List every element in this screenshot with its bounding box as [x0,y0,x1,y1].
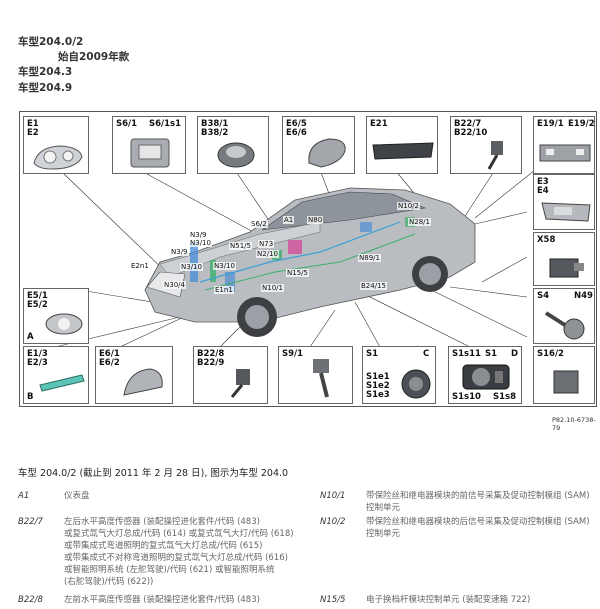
tail-lamp-icon [541,202,591,222]
level-sensor-icon [487,141,503,170]
component-location-diagram: S6/2 A1 N80 N10/2 N28/1 N3/9 N3/10 N51/5… [19,111,597,407]
car-label: N3/10 [189,239,212,247]
car-label: N3/9 [170,248,189,256]
light-switch-rotary-icon [462,364,510,390]
model-line-4: 车型204.9 [18,82,73,94]
connector-icon [549,258,584,278]
car-label: E2n1 [130,262,150,270]
light-switch-icon [401,369,431,399]
car-label: N10/2 [397,202,420,210]
thumb-connector: X58 [533,232,595,286]
car-label: N80 [307,216,324,224]
thumb-brake-lamp: E21 [366,116,438,174]
license-plate-lamp-icon [539,144,591,162]
thumb-front-level-sensor: B22/8 B22/9 [193,346,268,404]
headlamp-icon [33,145,83,170]
switch-icon [553,370,579,394]
car-label: A1 [283,216,295,224]
thumb-fog-lamp: E5/1 E5/2 A [23,288,89,344]
thumb-mirror-lamp: E6/1 E6/2 [95,346,173,404]
thumb-side-mirror: E6/5 E6/6 [282,116,355,174]
item-desc: 左后水平高度传感器 (装配操控进化套件/代码 (483) 或复式氙气大灯总成/代… [64,517,294,587]
car-label: N3/10 [180,263,203,271]
car-label: N89/1 [358,254,381,262]
front-level-sensor-icon [230,369,250,398]
thumb-headlamp: E1 E2 [23,116,89,174]
model-line-3: 车型204.3 [18,66,73,78]
item-desc: 电子换档杆模块控制单元 (装配变速箱 722) [366,595,531,605]
combination-switch-icon [544,311,585,340]
car-label: B24/15 [360,282,387,290]
item-code: N10/2 [320,517,346,527]
item-desc: 仪表盘 [64,491,90,501]
item-code: A1 [18,491,30,501]
thumb-rain-light-sensor: B38/1 B38/2 [197,116,269,174]
thumb-rear-level-sensor: B22/7 B22/10 [450,116,522,174]
led-module-icon [39,374,85,392]
side-mirror-icon [308,138,346,168]
item-desc: 左前水平高度传感器 (装配操控进化套件/代码 (483) [64,595,260,605]
thumb-light-switch: S1 C S1e1 S1e2 S1e3 [362,346,436,404]
fog-lamp-icon [45,313,83,335]
model-line-1: 车型204.0/2 [18,36,84,48]
thumb-led-module: E1/3 E2/3 B [23,346,89,404]
mirror-lamp-icon [123,368,163,396]
item-desc: 带保险丝和继电器模块的前信号采集及促动控制模组 (SAM) 控制单元 [366,491,590,513]
item-code: B22/8 [18,595,43,605]
thumb-license-lamp: E19/1 E19/2 [533,116,595,174]
item-code: B22/7 [18,517,43,527]
car-label: N28/1 [408,218,431,226]
car-label: N51/5 [229,242,252,250]
car-label: N73 [258,240,275,248]
item-code: N15/5 [320,595,346,605]
rain-light-sensor-icon [217,142,255,168]
thumb-combination-switch: S4 N49 [533,288,595,344]
thumb-s16-switch: S16/2 [533,346,595,404]
thumb-tail-lamp: E3 E4 [533,174,595,230]
car-label: N30/4 [163,281,186,289]
section-title: 车型 204.0/2 (截止到 2011 年 2 月 28 日), 图示为车型 … [18,468,289,479]
thumb-overhead-panel: S6/1 S6/1s1 [112,116,186,174]
car-label: N3/9 [189,231,208,239]
car-label: N2/10 [256,250,279,258]
figure-caption: P82.10-6738-79 [552,416,596,432]
thumb-rotary-light-switch: S1s11 S1 D S1s10 S1s8 [448,346,522,404]
car-label: N10/1 [261,284,284,292]
car-label: N15/5 [286,269,309,277]
car-label: E1n1 [214,286,234,294]
car-label: N3/10 [213,262,236,270]
thumb-brake-light-switch: S9/1 [278,346,353,404]
car-label: S6/2 [250,220,268,228]
item-code: N10/1 [320,491,346,501]
overhead-control-panel-icon [130,138,170,168]
high-mount-brake-lamp-icon [372,142,434,160]
model-year-line: 始自2009年款 [58,51,130,63]
item-desc: 带保险丝和继电器模块的后信号采集及促动控制模组 (SAM) 控制单元 [366,517,590,539]
brake-light-switch-icon [313,359,329,398]
